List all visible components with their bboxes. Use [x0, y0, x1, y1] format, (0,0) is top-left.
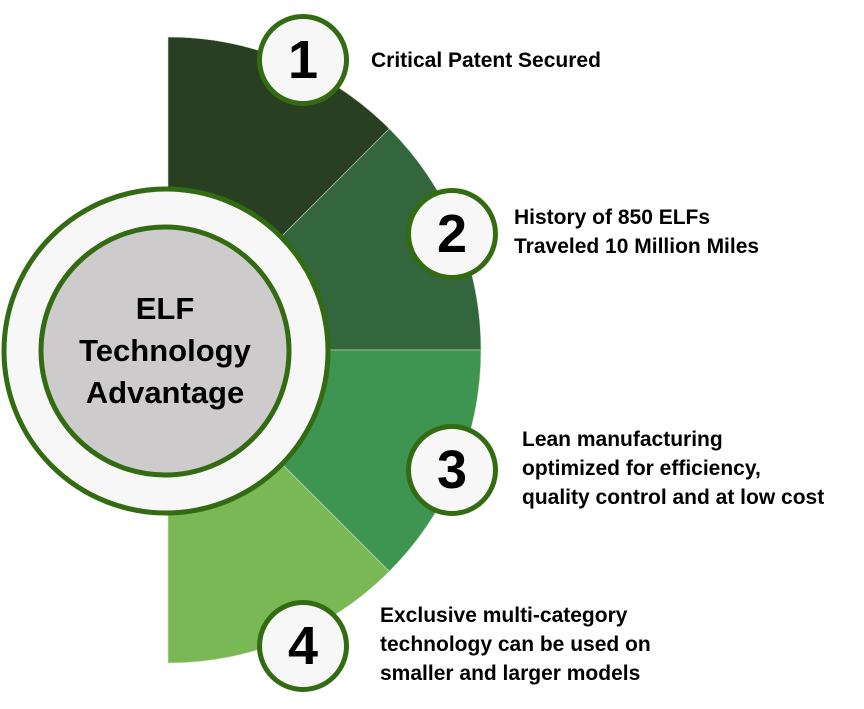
- label-line: optimized for efficiency,: [522, 457, 761, 480]
- label-line: smaller and larger models: [380, 662, 641, 685]
- label-line: Traveled 10 Million Miles: [514, 235, 760, 258]
- number-badge-1: 1: [257, 14, 349, 106]
- number-badge-4: 4: [257, 600, 349, 692]
- label-line: Critical Patent Secured: [371, 49, 601, 72]
- title-line: Advantage: [85, 375, 245, 410]
- title-line: Technology: [79, 333, 251, 368]
- label-line: Exclusive multi-category: [380, 604, 628, 627]
- label-line: technology can be used on: [380, 633, 651, 656]
- center-circle: [38, 224, 292, 478]
- item-1-label: Critical Patent Secured: [371, 46, 601, 75]
- label-line: History of 850 ELFs: [514, 206, 711, 229]
- item-3-label: Lean manufacturing optimized for efficie…: [522, 425, 824, 512]
- item-2-label: History of 850 ELFs Traveled 10 Million …: [514, 203, 759, 261]
- item-4-label: Exclusive multi-category technology can …: [380, 601, 651, 688]
- center-title: ELF Technology Advantage: [40, 226, 290, 476]
- number-badge-3: 3: [406, 424, 498, 516]
- label-line: quality control and at low cost: [522, 486, 825, 509]
- title-line: ELF: [135, 291, 195, 326]
- number-badge-2: 2: [406, 188, 498, 280]
- label-line: Lean manufacturing: [522, 428, 723, 451]
